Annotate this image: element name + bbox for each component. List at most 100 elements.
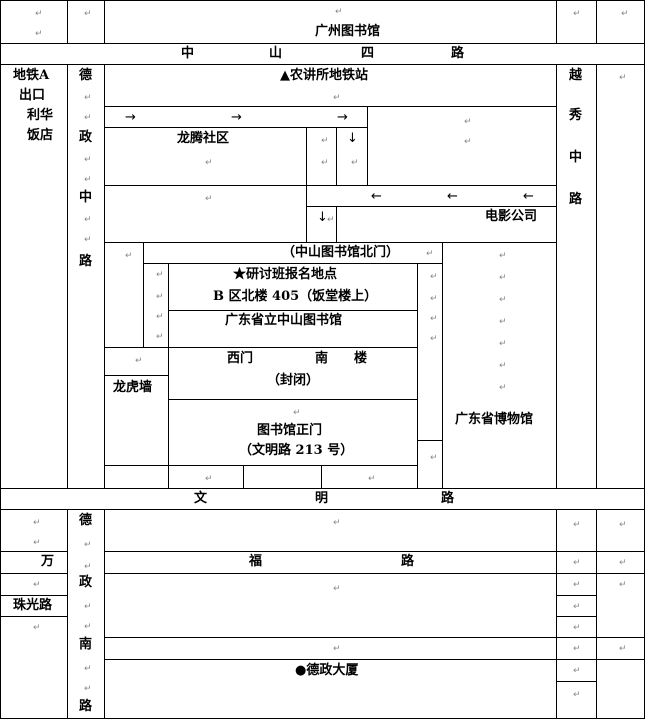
para-mark: ↵ xyxy=(573,644,581,654)
right-small-cell: ↵ xyxy=(417,440,443,489)
para-mark: ↵ xyxy=(205,474,213,484)
lower-lane-row: ↵ xyxy=(104,637,557,660)
road-char: 越 xyxy=(569,68,583,83)
para-mark: ↵ xyxy=(135,356,143,366)
road-char: 路 xyxy=(441,491,455,506)
museum-block: ↵ ↵ ↵ ↵ ↵ ↵ ↵ 广东省博物馆 xyxy=(442,242,557,489)
para-mark: ↵ xyxy=(84,175,92,185)
para-mark: ↵ xyxy=(84,540,92,550)
arrow-right-icon: → xyxy=(337,110,348,125)
lower-right-lane-8: ↵ xyxy=(556,681,597,719)
zhuguang-road-label: 珠光路 xyxy=(13,598,53,613)
left-label: 利华 xyxy=(27,108,54,123)
main-gate-label: 图书馆正门 xyxy=(257,423,323,438)
longhu-wall-block: 龙虎墙 xyxy=(104,375,169,466)
address-label: （文明路 213 号） xyxy=(239,443,354,458)
bottom-strip-2 xyxy=(243,465,322,489)
para-mark: ↵ xyxy=(35,9,43,19)
lower-block-1: ↵ xyxy=(104,509,557,552)
lower-right-1: ↵ xyxy=(596,509,645,552)
para-mark: ↵ xyxy=(33,623,41,633)
left-column: 地铁A 出口 利华 饭店 xyxy=(0,64,68,489)
left-lane-cells: ↵ ↵ ↵ ↵ xyxy=(143,263,169,348)
para-mark: ↵ xyxy=(368,474,376,484)
road-char: 路 xyxy=(79,699,93,714)
zhongshan-library-label: 广东省立中山图书馆 xyxy=(225,313,343,328)
bottom-strip-3: ↵ xyxy=(321,465,418,489)
road-char: 路 xyxy=(79,254,93,269)
right-lane-cells: ↵ ↵ ↵ ↵ xyxy=(417,263,443,441)
cell-top-lane: ↵ xyxy=(67,0,105,44)
para-mark: ↵ xyxy=(84,155,92,165)
lower-right-2: ↵ xyxy=(596,551,645,574)
para-mark: ↵ xyxy=(430,453,438,463)
zhongshan-library-block: 广东省立中山图书馆 xyxy=(168,310,418,348)
arrow-right-icon: → xyxy=(125,110,136,125)
arrow-left-icon: ← xyxy=(523,189,534,204)
lower-right-5 xyxy=(596,659,645,719)
para-mark: ↵ xyxy=(335,7,343,17)
closed-label: （封闭） xyxy=(267,373,320,388)
road-char: 德 xyxy=(79,68,93,83)
para-mark: ↵ xyxy=(499,295,507,305)
para-mark: ↵ xyxy=(499,361,507,371)
para-mark: ↵ xyxy=(84,602,92,612)
road-char: 山 xyxy=(269,46,283,61)
para-mark: ↵ xyxy=(619,644,627,654)
road-char: 德 xyxy=(79,513,93,528)
para-mark: ↵ xyxy=(84,215,92,225)
road-char: 明 xyxy=(315,491,329,506)
para-mark: ↵ xyxy=(84,562,92,572)
lower-left-2: ↵ xyxy=(0,573,68,596)
road-char: 政 xyxy=(79,575,93,590)
museum-label: 广东省博物馆 xyxy=(455,412,534,427)
longhu-wall-label: 龙虎墙 xyxy=(113,380,153,395)
lower-right-lane-3: ↵ xyxy=(556,573,597,596)
left-label: 饭店 xyxy=(27,128,54,143)
para-mark: ↵ xyxy=(573,602,581,612)
yuexiu-zhong-road: 越 秀 中 路 xyxy=(556,64,597,489)
para-mark: ↵ xyxy=(333,584,341,594)
fu-road-row: 福 路 xyxy=(104,551,557,574)
para-mark: ↵ xyxy=(573,666,581,676)
arrow-left-icon: ← xyxy=(447,189,458,204)
lower-right-3: ↵ xyxy=(596,573,645,638)
lower-right-lane-1: ↵ xyxy=(556,509,597,552)
para-mark: ↵ xyxy=(33,538,41,548)
para-mark: ↵ xyxy=(156,270,164,280)
para-mark: ↵ xyxy=(464,117,472,127)
para-mark: ↵ xyxy=(84,664,92,674)
para-mark: ↵ xyxy=(573,558,581,568)
road-char: 政 xyxy=(79,130,93,145)
south-building-block: 西门 南 楼 （封闭） xyxy=(168,347,418,400)
lower-left-3: ↵ xyxy=(0,616,68,719)
left-label: 地铁A xyxy=(13,68,50,83)
para-mark: ↵ xyxy=(573,690,581,700)
cell-top-left: ↵ ↵ xyxy=(0,0,68,44)
arrow-right-icon: → xyxy=(231,110,242,125)
para-mark: ↵ xyxy=(430,272,438,282)
longteng-block: 龙腾社区 ↵ xyxy=(104,127,307,186)
main-gate-block: ↵ 图书馆正门 （文明路 213 号） xyxy=(168,399,418,466)
lower-right-lane-5: ↵ xyxy=(556,616,597,638)
para-mark: ↵ xyxy=(33,580,41,590)
down-lane: ↓ ↵ xyxy=(336,127,368,186)
para-mark: ↵ xyxy=(35,29,43,39)
para-mark: ↵ xyxy=(205,194,213,204)
para-mark: ↵ xyxy=(156,332,164,342)
lower-right-lane-6: ↵ xyxy=(556,637,597,660)
road-char: 南 xyxy=(79,637,93,652)
down-lane-2: ↓ ↵ xyxy=(306,206,337,243)
road-char: 中 xyxy=(79,190,93,205)
south-building-label: 南 楼 xyxy=(315,351,368,366)
dezheng-zhong-road: 德 ↵ ↵ 政 ↵ ↵ 中 ↵ ↵ 路 xyxy=(67,64,105,489)
para-mark: ↵ xyxy=(205,158,213,168)
left-inner-strip: ↵ xyxy=(104,242,144,349)
zhongshan-road-row: 中 山 四 路 xyxy=(0,43,645,65)
middle-left-block: ↵ xyxy=(104,185,307,243)
small-left-cell: ↵ xyxy=(104,347,169,376)
seminar-block: ★研讨班报名地点 B 区北楼 405（饭堂楼上） xyxy=(168,263,418,311)
longteng-label: 龙腾社区 xyxy=(177,131,230,146)
para-mark: ↵ xyxy=(573,9,581,19)
para-mark: ↵ xyxy=(499,251,507,261)
